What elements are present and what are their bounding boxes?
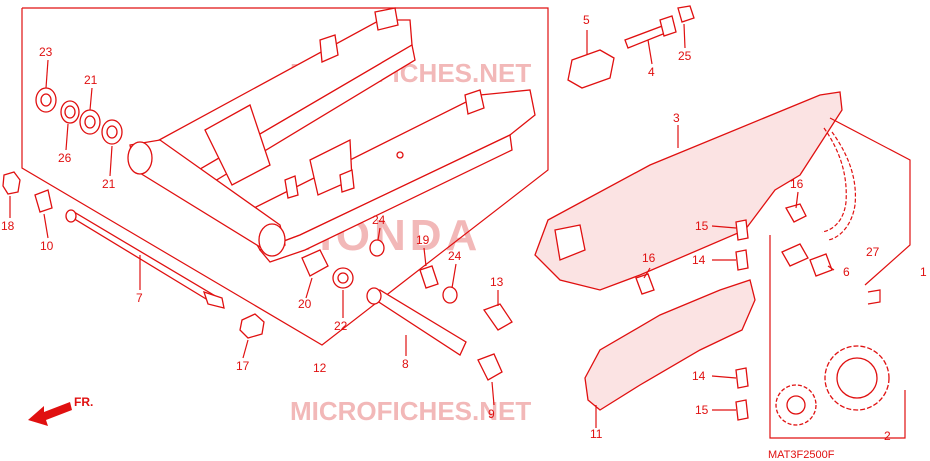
collar-14-upper: [735, 249, 749, 271]
bolt-15-upper: [735, 219, 749, 241]
chain-case: [534, 91, 843, 291]
callout-13: 13: [490, 275, 504, 289]
bolt-15-lower: [735, 399, 749, 421]
chain-case-mount: [554, 224, 586, 261]
drive-chain: [827, 131, 857, 241]
callout-17: 17: [236, 359, 250, 373]
callout-8: 8: [402, 357, 409, 371]
callout-3: 3: [673, 111, 680, 125]
callout-22: 22: [334, 319, 348, 333]
chain-slider: [584, 279, 756, 411]
chain-hardware: [567, 5, 695, 89]
callout-18: 18: [1, 219, 15, 233]
callout-6: 6: [843, 265, 850, 279]
drawing-code: MAT3F2500F: [768, 449, 835, 461]
callout-24a: 24: [372, 213, 386, 227]
callout-11: 11: [590, 427, 603, 441]
master-link: [781, 243, 833, 277]
chain-set-tag: [867, 289, 881, 305]
swingarm-bracket-outline: [21, 7, 549, 346]
callout-7: 7: [136, 291, 143, 305]
bolt-16-upper: [785, 203, 807, 223]
callout-12: 12: [313, 361, 327, 375]
callout-16b: 16: [642, 251, 656, 265]
callout-2: 2: [884, 429, 891, 443]
callout-15a: 15: [695, 219, 709, 233]
callout-19: 19: [416, 233, 430, 247]
callout-5: 5: [583, 13, 590, 27]
pivot-hardware: [2, 87, 513, 381]
callout-20: 20: [298, 297, 312, 311]
swingarm: [127, 7, 536, 263]
callout-24b: 24: [448, 249, 462, 263]
callout-26: 26: [58, 151, 72, 165]
callout-21b: 21: [102, 177, 116, 191]
callout-16a: 16: [790, 177, 804, 191]
callout-25: 25: [678, 49, 692, 63]
sprockets: [775, 345, 890, 426]
callout-14b: 14: [692, 369, 706, 383]
front-direction-arrow: FR.: [28, 395, 93, 426]
callout-4: 4: [648, 65, 655, 79]
callout-21a: 21: [84, 73, 98, 87]
collar-14-lower: [735, 367, 749, 389]
chain-set-bracket: [829, 117, 911, 286]
leader-lines: [9, 23, 835, 428]
watermark-bottom: MICROFICHES.NET: [290, 396, 531, 426]
callout-27: 27: [866, 245, 880, 259]
callout-9: 9: [488, 407, 495, 421]
sprocket-set-bracket: [769, 235, 906, 439]
callout-1: 1: [920, 265, 927, 279]
callout-10: 10: [40, 239, 54, 253]
bolt-16-lower: [635, 273, 655, 295]
callout-23: 23: [39, 45, 53, 59]
callout-labels: 23 21 26 21 18 10 7 17 20 12 22 24 19 24…: [1, 13, 927, 443]
svg-text:FR.: FR.: [74, 395, 93, 409]
callout-14a: 14: [692, 253, 706, 267]
callout-15b: 15: [695, 403, 709, 417]
